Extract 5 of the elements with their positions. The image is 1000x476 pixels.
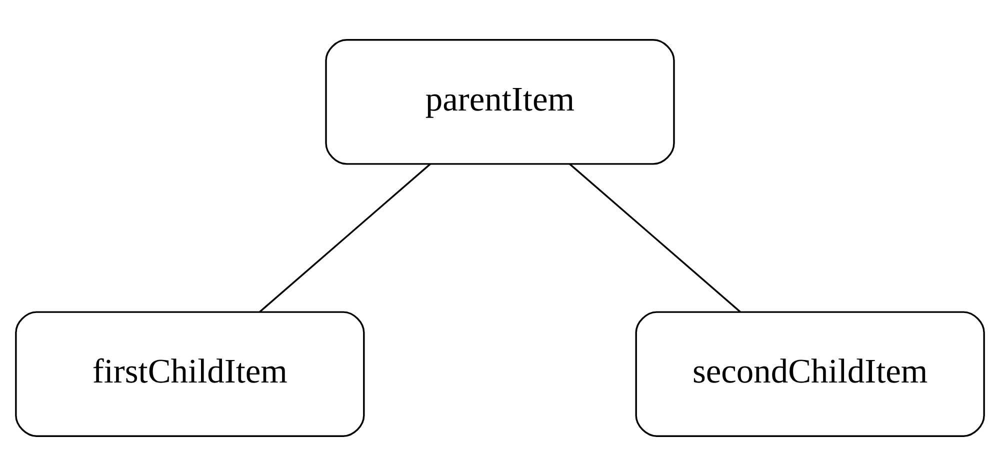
connector [569,163,741,312]
node-box: secondChildItem [635,311,985,437]
connector [259,163,431,312]
node-box: firstChildItem [15,311,365,437]
node-box: parentItem [325,39,675,165]
